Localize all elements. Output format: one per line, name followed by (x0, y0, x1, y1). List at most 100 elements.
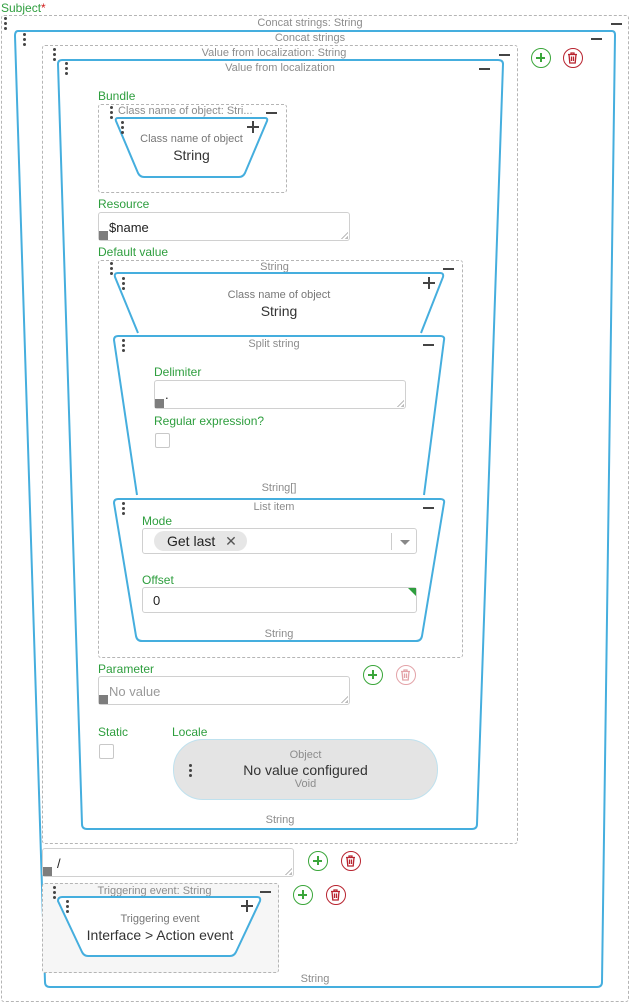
split-collapse-icon[interactable] (423, 344, 434, 346)
subject-label: Subject* (1, 1, 46, 15)
default-value-outer-caption: String (260, 261, 289, 273)
regex-label: Regular expression? (154, 414, 265, 428)
default-value-drag-handle[interactable] (110, 262, 113, 277)
bundle-class-drag-handle[interactable] (121, 121, 124, 136)
offset-input[interactable]: 0 (142, 587, 417, 613)
concat-drag-handle[interactable] (23, 33, 26, 48)
localization-outer-collapse-icon[interactable] (499, 54, 510, 56)
trash-icon (568, 52, 577, 64)
bundle-collapse-icon[interactable] (266, 112, 277, 114)
default-value-label: Default value (98, 245, 169, 259)
static-label: Static (98, 725, 129, 739)
trigger-title: Triggering event (120, 913, 200, 925)
default-class-add-icon[interactable] (423, 277, 435, 289)
concat-title: Concat strings (274, 32, 346, 44)
add-concat-item-button[interactable] (531, 48, 551, 68)
expression-toggle-icon[interactable] (43, 867, 52, 876)
locale-type: Object (289, 749, 322, 761)
modified-marker-icon (408, 588, 416, 596)
delimiter-input[interactable]: . (154, 380, 406, 409)
localization-outer-drag-handle[interactable] (53, 48, 56, 63)
default-class-title: Class name of object (227, 289, 331, 301)
localization-outer-caption: Value from localization: String (201, 47, 347, 59)
expression-toggle-icon[interactable] (99, 231, 108, 240)
list-item-drag-handle[interactable] (122, 502, 125, 517)
bundle-label: Bundle (98, 89, 136, 103)
add-separator-button[interactable] (308, 851, 328, 871)
add-trigger-button[interactable] (293, 885, 313, 905)
bundle-class-title: Class name of object (140, 133, 243, 145)
bundle-class-value: String (173, 147, 210, 163)
remove-chip-icon[interactable]: ✕ (225, 533, 237, 549)
list-item-collapse-icon[interactable] (423, 507, 434, 509)
trigger-outer-caption: Triggering event: String (97, 885, 212, 897)
parameter-input[interactable]: No value (98, 676, 350, 705)
resource-input[interactable]: $name (98, 212, 350, 241)
resize-handle-icon[interactable] (340, 695, 348, 703)
default-value-container (98, 260, 463, 658)
locale-value: No value configured (243, 762, 368, 778)
concat-outer-drag-handle[interactable] (4, 17, 7, 32)
mode-select[interactable]: Get last ✕ (142, 528, 417, 554)
static-checkbox[interactable] (99, 744, 114, 759)
select-divider (391, 533, 392, 550)
regex-checkbox[interactable] (155, 433, 170, 448)
localization-output-type: String (265, 814, 295, 826)
trigger-add-icon[interactable] (241, 900, 253, 912)
resize-handle-icon[interactable] (396, 399, 404, 407)
split-title: Split string (248, 338, 300, 350)
separator-input[interactable]: / (42, 848, 294, 877)
locale-subtype: Void (294, 778, 317, 790)
concat-outer-collapse-icon[interactable] (611, 23, 622, 25)
locale-label: Locale (172, 725, 208, 739)
localization-title: Value from localization (225, 62, 335, 74)
concat-collapse-icon[interactable] (591, 38, 602, 40)
trigger-drag-handle[interactable] (66, 900, 69, 915)
delete-trigger-button[interactable] (326, 885, 346, 905)
default-class-drag-handle[interactable] (122, 277, 125, 292)
bundle-outer-caption: Class name of object: Stri... (118, 105, 253, 117)
list-item-output-type: String (264, 628, 294, 640)
bundle-drag-handle[interactable] (110, 106, 113, 121)
delete-parameter-button[interactable] (396, 665, 416, 685)
localization-drag-handle[interactable] (65, 62, 68, 77)
trigger-outer-collapse-icon[interactable] (260, 891, 271, 893)
mode-label: Mode (142, 514, 173, 528)
split-output-type: String[] (261, 482, 297, 494)
expression-toggle-icon[interactable] (99, 695, 108, 704)
trash-icon (331, 889, 340, 901)
add-parameter-button[interactable] (363, 665, 383, 685)
split-drag-handle[interactable] (122, 339, 125, 354)
offset-label: Offset (142, 573, 174, 587)
expression-toggle-icon[interactable] (155, 399, 164, 408)
resize-handle-icon[interactable] (284, 867, 292, 875)
bundle-class-add-icon[interactable] (247, 121, 259, 133)
parameter-label: Parameter (98, 662, 155, 676)
trash-icon (346, 855, 355, 867)
localization-collapse-icon[interactable] (479, 68, 490, 70)
delete-separator-button[interactable] (341, 851, 361, 871)
default-value-collapse-icon[interactable] (443, 268, 454, 270)
locale-drag-handle[interactable] (189, 764, 192, 779)
default-class-value: String (260, 303, 298, 319)
resize-handle-icon[interactable] (340, 231, 348, 239)
delete-concat-item-button[interactable] (563, 48, 583, 68)
mode-chip: Get last ✕ (154, 531, 247, 551)
concat-outer-caption: Concat strings: String (257, 17, 363, 29)
bundle-container (98, 104, 287, 193)
locale-value-pill[interactable]: Object No value configured Void (173, 739, 438, 800)
trigger-outer-drag-handle[interactable] (53, 886, 56, 901)
localization-outer-container (42, 45, 518, 844)
chevron-down-icon[interactable] (400, 540, 410, 545)
resource-label: Resource (98, 197, 150, 211)
delimiter-label: Delimiter (154, 365, 202, 379)
concat-outer-container (1, 15, 629, 1002)
list-item-title: List item (253, 501, 295, 513)
